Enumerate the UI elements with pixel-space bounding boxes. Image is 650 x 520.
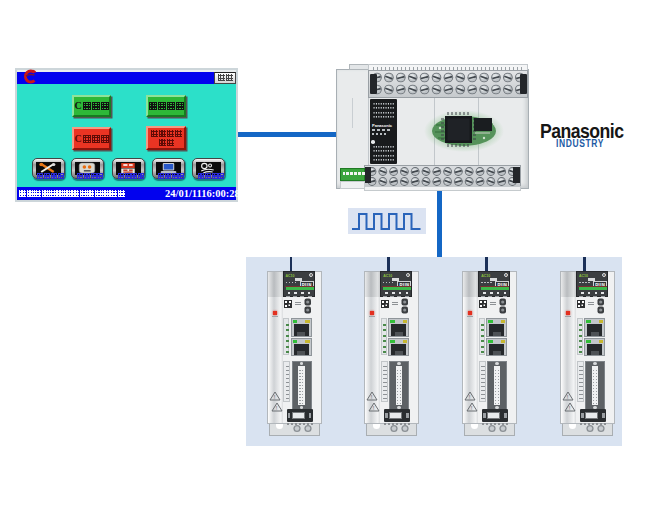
svg-text:!: ! — [567, 394, 569, 400]
svg-text:!: ! — [569, 405, 571, 411]
svg-text:!: ! — [275, 405, 277, 411]
svg-text:!: ! — [469, 394, 471, 400]
svg-text:!: ! — [373, 405, 375, 411]
svg-text:!: ! — [273, 394, 275, 400]
svg-text:!: ! — [471, 405, 473, 411]
svg-text:!: ! — [371, 394, 373, 400]
